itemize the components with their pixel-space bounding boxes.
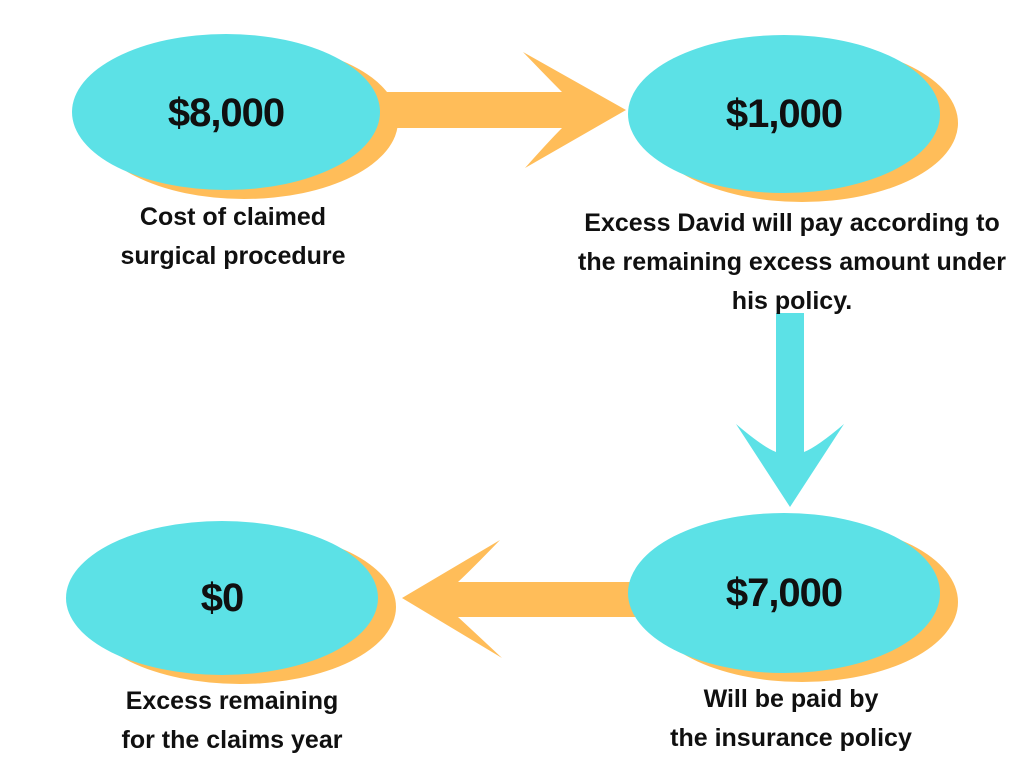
- excess-paid-ellipse: [628, 35, 940, 193]
- caption-line: surgical procedure: [120, 242, 346, 270]
- insurer-pays-ellipse: [628, 513, 940, 673]
- excess-remaining-amount: $0: [200, 576, 245, 620]
- caption-line: his policy.: [731, 287, 853, 315]
- excess-remaining-caption: Excess remaining for the claims year: [22, 682, 442, 760]
- caption-line: for the claims year: [121, 726, 343, 754]
- claim-cost-caption: Cost of claimed surgical procedure: [33, 198, 433, 276]
- caption-line: Will be paid by: [703, 685, 879, 713]
- caption-line: the remaining excess amount under: [578, 248, 1006, 276]
- excess-paid-amount: $1,000: [725, 91, 843, 136]
- down-arrow-shaft: [776, 313, 804, 452]
- caption-line: Cost of claimed: [139, 203, 327, 231]
- claim-cost-ellipse: [72, 34, 380, 190]
- right-arrow-shaft: [380, 92, 563, 128]
- caption-line: the insurance policy: [670, 724, 912, 752]
- right-arrow-icon: [380, 52, 626, 168]
- excess-remaining-ellipse: [66, 521, 378, 675]
- caption-line: Excess David will pay according to: [584, 209, 1000, 237]
- right-arrow-head: [523, 52, 626, 168]
- excess-paid-caption: Excess David will pay according to the r…: [557, 204, 1024, 321]
- caption-line: Excess remaining: [125, 687, 339, 715]
- left-arrow-icon: [402, 540, 641, 658]
- down-arrow-head: [736, 424, 844, 507]
- left-arrow-head: [402, 540, 502, 658]
- insurer-pays-amount: $7,000: [725, 570, 843, 615]
- left-arrow-shaft: [456, 582, 641, 617]
- insurer-pays-caption: Will be paid by the insurance policy: [591, 680, 991, 758]
- down-arrow-icon: [736, 313, 844, 507]
- claim-cost-amount: $8,000: [167, 90, 285, 135]
